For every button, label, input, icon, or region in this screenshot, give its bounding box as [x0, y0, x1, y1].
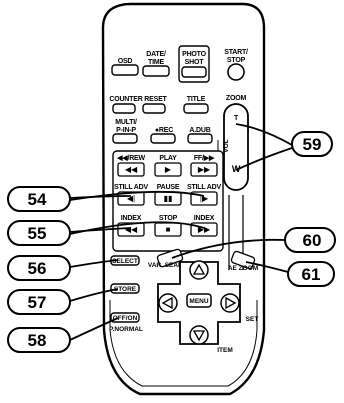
stop-label: STOP: [159, 215, 178, 222]
still-adv-right-icon: |▶: [200, 194, 209, 203]
counter-reset-label: COUNTER RESET: [109, 96, 167, 103]
pause-button[interactable]: ▮▮: [154, 191, 182, 206]
index-right-icon: ▶▶: [198, 225, 211, 234]
multi-pinp-label-line1: MULTI/: [115, 119, 137, 126]
rec-label: ●REC: [155, 127, 173, 134]
index-left-label: INDEX: [121, 215, 142, 222]
stop-button[interactable]: ■: [154, 222, 182, 237]
counter-reset-button[interactable]: COUNTER RESET: [109, 96, 168, 114]
p-normal-label: P.NORMAL: [109, 326, 143, 333]
store-label: STORE: [114, 286, 137, 293]
callout-60-number: 60: [303, 231, 322, 250]
rew-icon: ◀◀: [125, 165, 138, 174]
left-arrow-icon: [161, 296, 173, 310]
callout-60: 60: [284, 227, 336, 253]
adub-label: A.DUB: [189, 127, 210, 134]
up-arrow-icon: [192, 263, 206, 275]
callout-61-number: 61: [302, 265, 321, 284]
ae-zoom-label: AE ZOOM: [228, 265, 258, 272]
date-time-label-line2: TIME: [148, 59, 164, 66]
right-arrow-button[interactable]: [220, 293, 240, 313]
rew-label: ◀◀/REW: [116, 155, 145, 162]
start-stop-label-line2: STOP: [227, 57, 246, 64]
ff-icon: ▶▶: [198, 165, 211, 174]
title-button[interactable]: TITLE: [183, 96, 209, 114]
play-label: PLAY: [159, 155, 177, 162]
store-button[interactable]: STORE: [110, 283, 140, 294]
osd-button[interactable]: OSD: [111, 58, 139, 76]
photo-shot-button[interactable]: PHOTO SHOT: [178, 45, 210, 83]
date-time-label-line1: DATE/: [146, 51, 166, 58]
left-arrow-button[interactable]: [158, 293, 178, 313]
osd-label: OSD: [118, 58, 133, 65]
menu-label: MENU: [189, 298, 208, 305]
start-stop-label-line1: START/: [224, 49, 248, 56]
callout-56: 56: [7, 255, 71, 281]
ff-label: FF/▶▶: [194, 155, 215, 162]
stop-icon: ■: [166, 225, 171, 234]
date-time-button[interactable]: DATE/ TIME: [142, 51, 170, 77]
callout-55: 55: [7, 220, 71, 246]
callout-61: 61: [287, 261, 335, 287]
down-arrow-button[interactable]: [189, 325, 209, 345]
callout-58: 58: [7, 327, 71, 353]
callout-57: 57: [7, 289, 71, 315]
callout-57-number: 57: [28, 293, 47, 312]
photo-shot-label-line1: PHOTO: [182, 51, 207, 58]
start-stop-button[interactable]: START/ STOP: [224, 49, 248, 81]
select-label: SELECT: [112, 258, 138, 265]
play-button[interactable]: ▶: [154, 162, 182, 177]
photo-shot-label-line2: SHOT: [185, 59, 205, 66]
callout-54-number: 54: [28, 190, 47, 209]
adub-button[interactable]: A.DUB: [187, 127, 213, 144]
set-label: SET: [246, 316, 259, 323]
zoom-label: ZOOM: [226, 95, 247, 102]
still-adv-left-icon: ◀|: [127, 194, 135, 203]
still-adv-right-label: STILL ADV: [187, 184, 222, 191]
play-icon: ▶: [165, 165, 172, 174]
up-arrow-button[interactable]: [189, 260, 209, 280]
pause-label: PAUSE: [157, 184, 180, 191]
right-arrow-icon: [225, 296, 237, 310]
callout-55-number: 55: [28, 224, 47, 243]
zoom-t-label: T: [234, 115, 239, 122]
pause-icon: ▮▮: [164, 194, 173, 203]
rec-button[interactable]: ●REC: [150, 127, 176, 144]
item-label: ITEM: [217, 347, 233, 354]
leader-lines: [69, 123, 293, 341]
ff-button[interactable]: ▶▶: [190, 162, 218, 177]
multi-pinp-button[interactable]: MULTI/ P-IN-P: [112, 119, 138, 144]
title-label: TITLE: [187, 96, 206, 103]
menu-button[interactable]: MENU: [186, 293, 212, 308]
var-search-label: VAR. SEARCH: [148, 262, 193, 269]
callout-58-number: 58: [28, 331, 47, 350]
callout-54: 54: [7, 186, 71, 212]
down-arrow-icon: [192, 330, 206, 342]
vol-label: VOL: [223, 139, 230, 152]
callout-56-number: 56: [28, 259, 47, 278]
rew-button[interactable]: ◀◀: [117, 162, 145, 177]
multi-pinp-label-line2: P-IN-P: [116, 127, 136, 134]
index-left-icon: ◀◀: [125, 225, 138, 234]
off-on-button[interactable]: OFF/ON: [110, 312, 140, 323]
callout-59: 59: [291, 131, 333, 157]
index-right-label: INDEX: [194, 215, 215, 222]
off-on-label: OFF/ON: [113, 315, 138, 322]
still-adv-left-label: STILL ADV: [114, 184, 149, 191]
remote-body-inner-edge: [109, 300, 258, 387]
callout-59-number: 59: [303, 135, 322, 154]
